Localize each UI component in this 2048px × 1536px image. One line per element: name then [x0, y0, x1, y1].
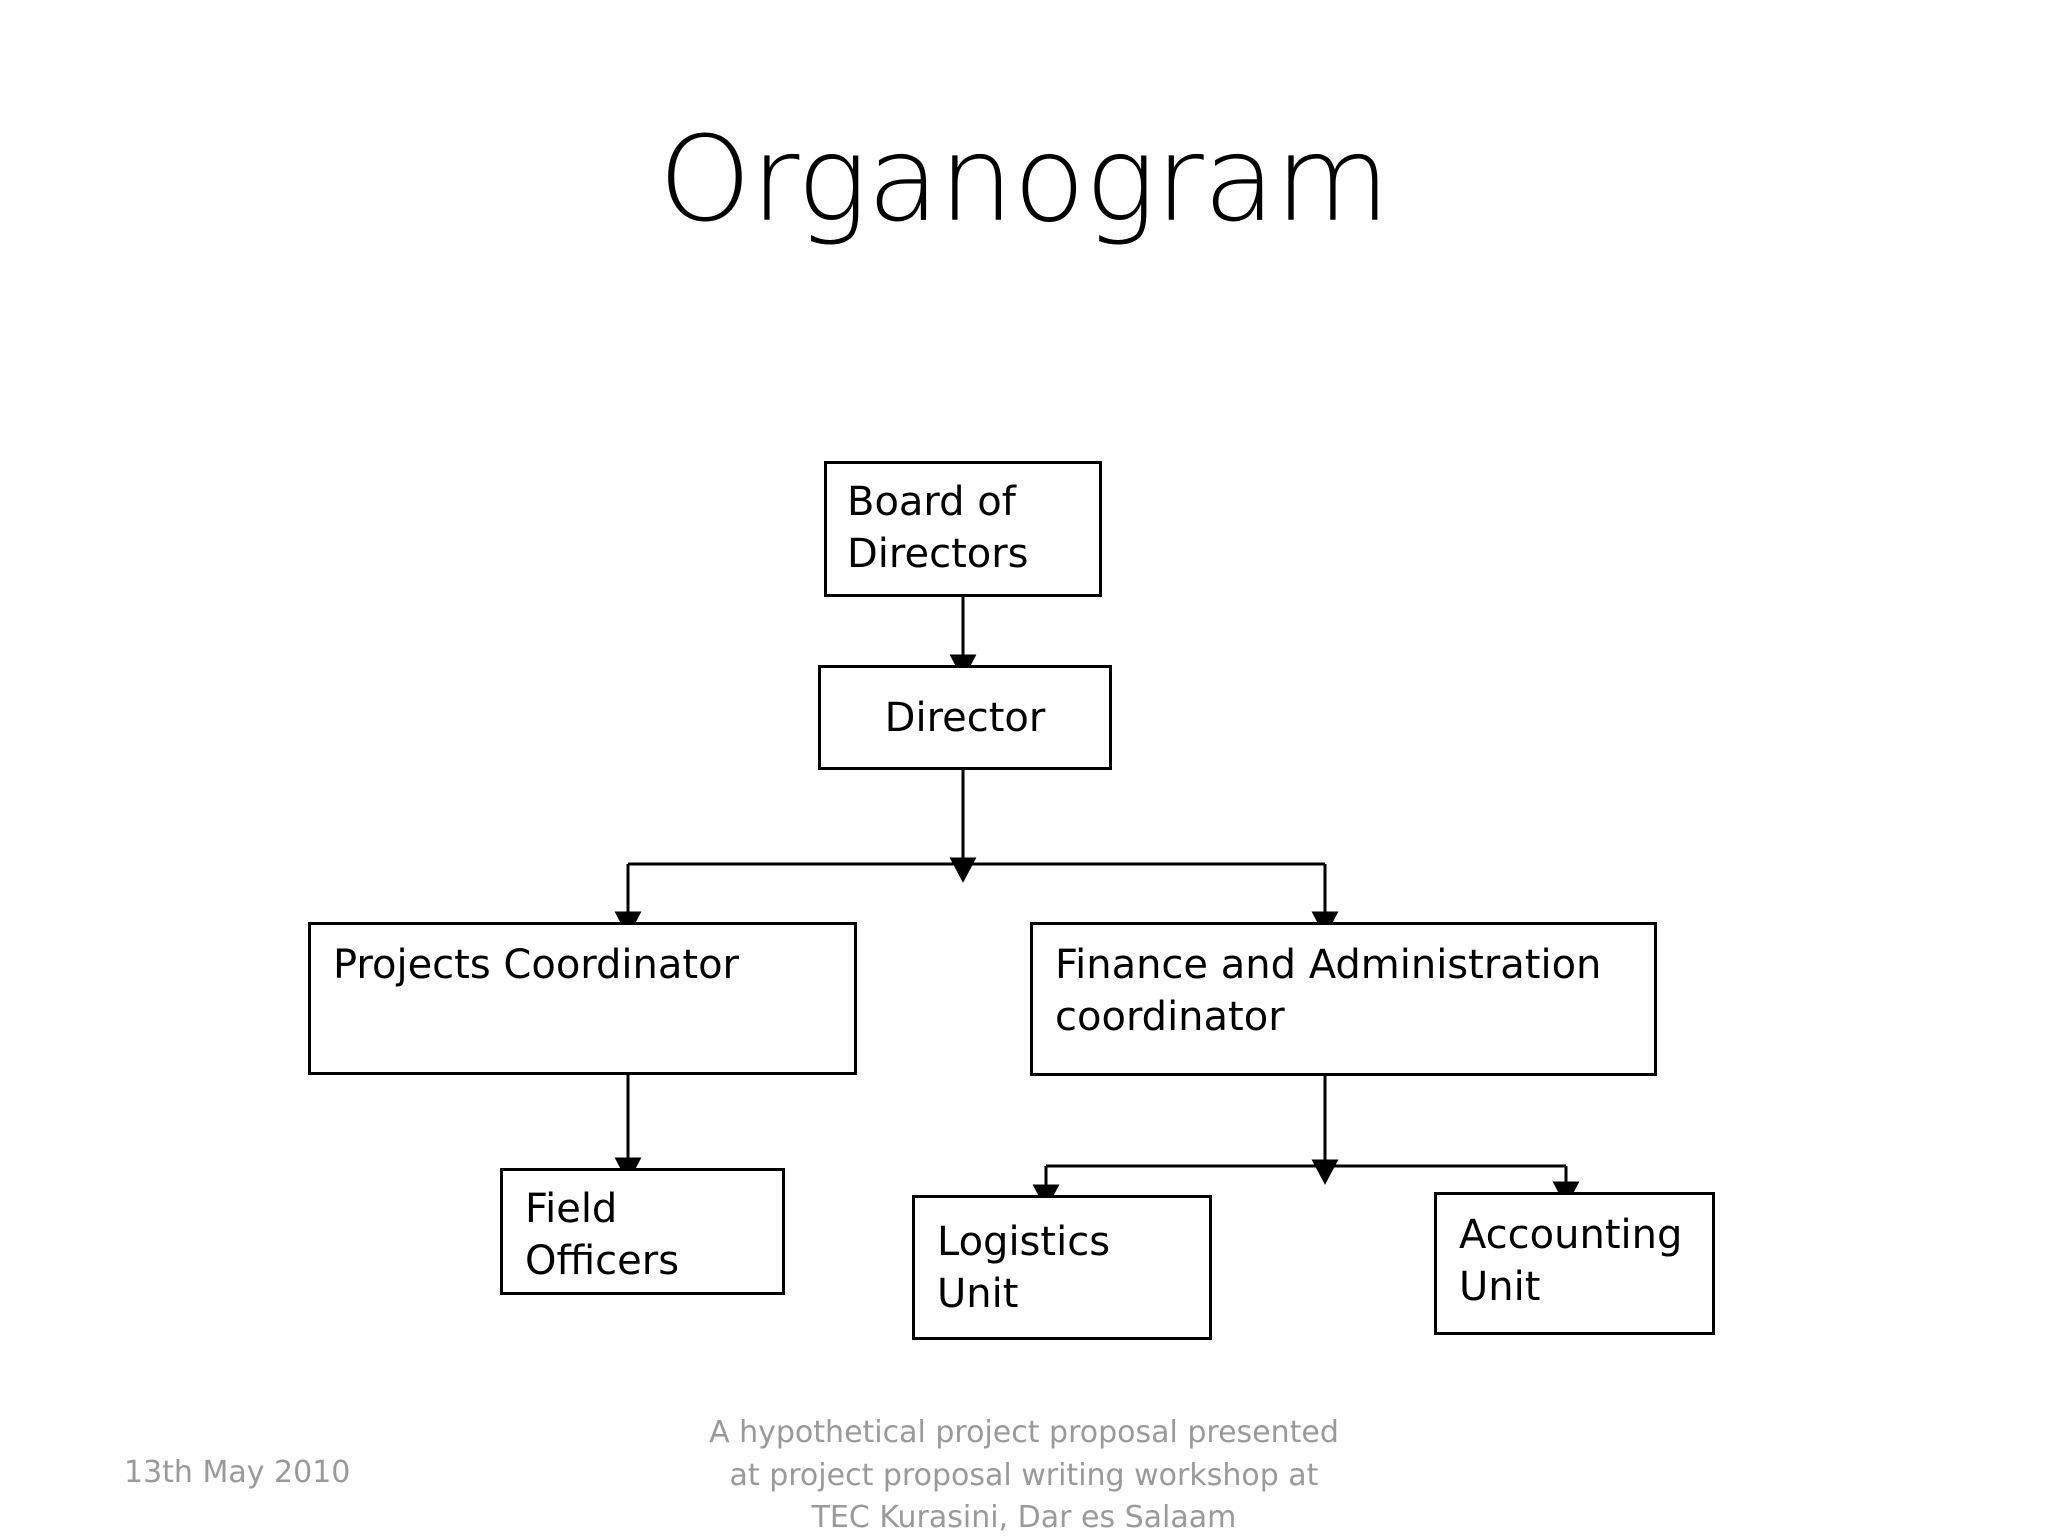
footer-note-line-3: TEC Kurasini, Dar es Salaam [811, 1500, 1237, 1536]
org-node-accounting-unit[interactable]: Accounting Unit [1434, 1192, 1715, 1335]
org-node-label: Finance and Administration coordinator [1055, 942, 1602, 1040]
org-node-projects-coordinator[interactable]: Projects Coordinator [308, 922, 857, 1075]
org-node-field-officers[interactable]: Field Officers [500, 1168, 785, 1295]
org-node-logistics-unit[interactable]: Logistics Unit [912, 1195, 1212, 1340]
page-title: Organogram [658, 110, 1390, 248]
org-node-label: Projects Coordinator [333, 942, 739, 988]
footer-note: A hypothetical project proposal presente… [624, 1412, 1424, 1536]
org-node-finance-and-administration-coordinator[interactable]: Finance and Administration coordinator [1030, 922, 1657, 1076]
footer-date: 13th May 2010 [124, 1455, 351, 1490]
org-node-label: Accounting Unit [1459, 1212, 1683, 1310]
org-node-board-of-directors[interactable]: Board of Directors [824, 461, 1102, 597]
org-node-label: Logistics Unit [937, 1219, 1111, 1317]
org-node-label: Director [884, 694, 1046, 741]
footer-note-line-2: at project proposal writing workshop at [729, 1457, 1319, 1493]
org-node-label: Field Officers [525, 1186, 680, 1284]
org-node-director[interactable]: Director [818, 665, 1112, 770]
footer-note-line-1: A hypothetical project proposal presente… [709, 1415, 1339, 1450]
org-node-label: Board of Directors [847, 479, 1029, 577]
